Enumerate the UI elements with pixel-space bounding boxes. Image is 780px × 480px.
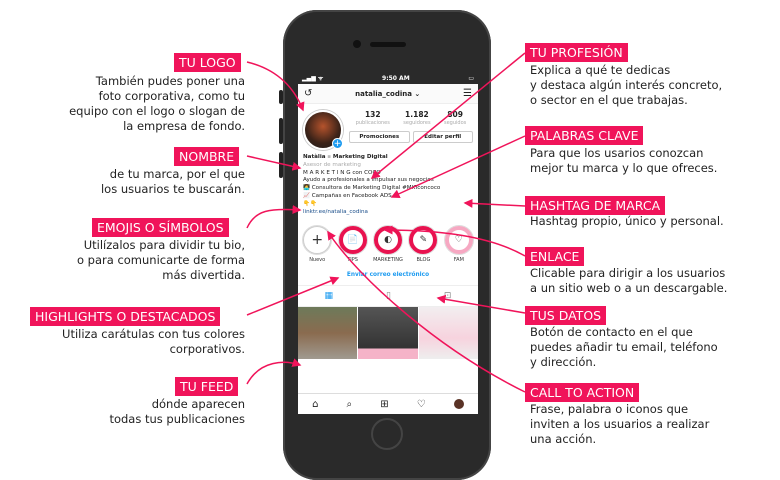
arrow-emojis	[246, 205, 302, 229]
desc-call-to-action: Frase, palabra o iconos que inviten a lo…	[530, 402, 710, 446]
igtv-tab-icon[interactable]: ▯	[385, 291, 391, 302]
signal-icon: ▂▄▆ ᯤ	[302, 75, 324, 82]
desc-enlace: Clicable para dirigir a los usuarios a u…	[530, 266, 728, 295]
label-enlace: ENLACE	[525, 247, 585, 266]
highlight-tips[interactable]: 📄TIPS	[337, 226, 367, 263]
label-palabras-clave: PALABRAS CLAVE	[525, 126, 644, 145]
bio-link[interactable]: linktr.ee/natalia_codina	[303, 208, 368, 215]
tagged-tab-icon[interactable]: ⊡	[443, 291, 452, 302]
history-icon[interactable]: ↺	[304, 88, 313, 99]
desc-tu-profesion: Explica a qué te dedicas y destaca algún…	[530, 63, 723, 107]
battery-icon: ▭	[468, 74, 474, 82]
arrow-highlights	[246, 276, 340, 316]
arrow-nombre	[246, 155, 302, 171]
edit-profile-button[interactable]: Editar perfil	[412, 131, 473, 143]
arrow-enlace	[383, 225, 526, 257]
camera	[353, 40, 361, 48]
feed-grid	[298, 307, 478, 360]
label-highlights: HIGHLIGHTS O DESTACADOS	[30, 307, 221, 326]
phone-mockup: ▂▄▆ ᯤ 9:50 AM ▭ ↺ natalia_codina ⌄ ☰ + 132…	[279, 10, 491, 480]
bottom-nav: ⌂ ⌕ ⊞ ♡	[298, 393, 478, 414]
desc-palabras-clave: Para que los usarios conozcan mejor tu m…	[530, 146, 718, 175]
desc-tu-logo: También pudes poner una foto corporativa…	[69, 74, 245, 133]
label-tu-profesion: TU PROFESIÓN	[525, 43, 628, 62]
desc-tus-datos: Botón de contacto en el que puedes añadi…	[530, 325, 718, 369]
arrow-profesion	[370, 52, 526, 179]
highlight-blog[interactable]: ✎BLOG	[408, 226, 438, 263]
label-call-to-action: CALL TO ACTION	[525, 383, 640, 402]
bio: Natàlia ▪ Marketing Digital Asesor de ma…	[298, 150, 478, 216]
avatar[interactable]: +	[303, 110, 343, 150]
label-tu-feed: TU FEED	[175, 377, 239, 396]
label-hashtag: HASHTAG DE MARCA	[525, 196, 666, 215]
instagram-screen: ▂▄▆ ᯤ 9:50 AM ▭ ↺ natalia_codina ⌄ ☰ + 132…	[298, 72, 478, 414]
username-dropdown[interactable]: natalia_codina ⌄	[355, 89, 421, 98]
desc-nombre: de tu marca, por el que los usuarios te …	[100, 167, 245, 196]
clock: 9:50 AM	[382, 74, 410, 82]
email-button[interactable]: Enviar correo electrónico	[298, 263, 478, 287]
feed-post[interactable]	[298, 307, 358, 360]
feed-post[interactable]	[418, 307, 478, 360]
arrow-cta	[327, 230, 526, 393]
arrow-feed	[246, 358, 302, 385]
search-icon[interactable]: ⌕	[346, 398, 353, 410]
promotions-button[interactable]: Promociones	[349, 131, 410, 143]
home-button	[371, 418, 403, 450]
home-icon[interactable]: ⌂	[312, 398, 319, 410]
grid-tab-icon[interactable]: ▦	[324, 291, 333, 302]
arrow-logo	[246, 61, 305, 112]
label-tus-datos: TUS DATOS	[525, 306, 607, 325]
add-icon[interactable]: ⊞	[380, 398, 389, 410]
label-emojis: EMOJIS O SÍMBOLOS	[92, 218, 229, 237]
profile-icon[interactable]	[453, 399, 464, 409]
profile-header: ↺ natalia_codina ⌄ ☰	[298, 84, 478, 104]
desc-highlights: Utiliza carátulas con tus colores corpor…	[62, 327, 245, 356]
add-story-icon[interactable]: +	[332, 138, 343, 149]
label-tu-logo: TU LOGO	[174, 53, 241, 72]
arrow-palabras	[390, 135, 526, 198]
label-nombre: NOMBRE	[174, 147, 240, 166]
annotation-arrows	[246, 52, 526, 393]
status-bar: ▂▄▆ ᯤ 9:50 AM ▭	[298, 72, 478, 84]
heart-icon[interactable]: ♡	[416, 398, 426, 410]
desc-emojis: Utilízalos para dividir tu bio, o para c…	[76, 238, 245, 282]
arrow-hashtag	[463, 198, 526, 208]
menu-icon[interactable]: ☰	[463, 88, 472, 99]
desc-hashtag: Hashtag propio, único y personal.	[530, 214, 724, 228]
arrow-datos	[436, 294, 526, 314]
highlight-fam[interactable]: ♡FAM	[444, 226, 474, 263]
desc-tu-feed: dónde aparecen todas tus publicaciones	[109, 397, 245, 426]
speaker	[370, 42, 406, 47]
